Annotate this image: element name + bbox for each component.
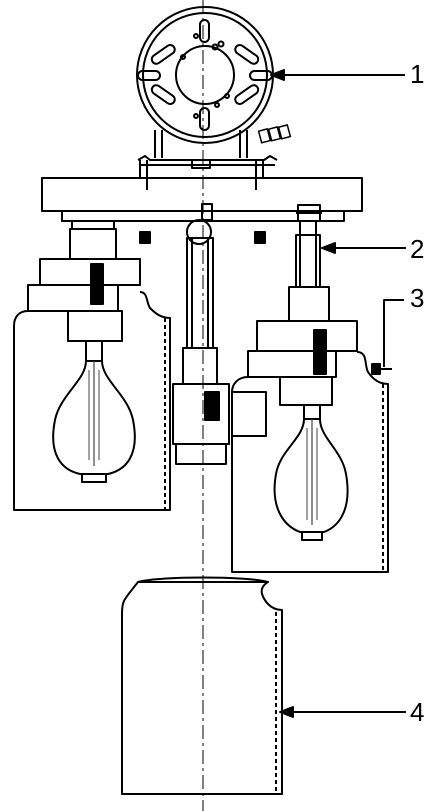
jar-set-screw [371, 363, 392, 375]
canopy-screws [139, 231, 266, 244]
callout-label-3: 3 [410, 283, 424, 313]
right-bulb [273, 418, 349, 541]
callout-label-1: 1 [410, 59, 424, 89]
mounting-plate [136, 6, 274, 144]
glass-jar-shade [121, 576, 283, 795]
left-bulb [52, 360, 136, 483]
screw-set-icon [257, 124, 292, 144]
crossbar-bracket [137, 130, 278, 190]
left-socket-assembly [27, 220, 141, 362]
right-jar [231, 351, 389, 573]
callout-label-2: 2 [410, 234, 424, 264]
callout-label-4: 4 [410, 697, 424, 727]
center-socket-assembly [172, 203, 267, 465]
callout-leaders [270, 69, 406, 718]
left-jar [13, 291, 171, 511]
right-socket-assembly [247, 204, 358, 420]
